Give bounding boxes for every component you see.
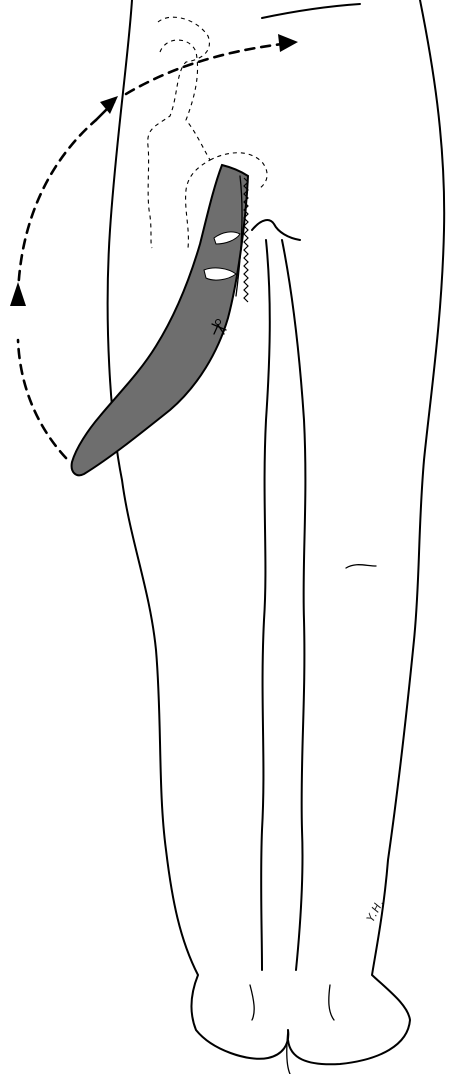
- pelvis-outline-dashed: [148, 17, 210, 248]
- arrow-head-icon: [278, 34, 298, 52]
- rotation-arc-lower: [18, 340, 66, 458]
- right-leg-outer-contour: [288, 0, 444, 1064]
- arrow-head-icon: [100, 96, 118, 114]
- waist-line: [262, 4, 360, 18]
- right-foot-crease: [329, 985, 334, 1020]
- femur-outline-dashed: [160, 40, 210, 248]
- right-leg-inner-contour: [282, 240, 305, 970]
- left-foot-crease: [250, 985, 254, 1020]
- arrow-head-icon: [10, 282, 26, 306]
- muscle-flap: [72, 165, 248, 475]
- left-leg-inner-contour: [261, 240, 270, 970]
- rotation-arc-upper: [126, 44, 282, 94]
- calf-mark: [346, 565, 376, 568]
- gluteal-cleft: [252, 220, 300, 240]
- rotation-arc-middle: [18, 120, 96, 296]
